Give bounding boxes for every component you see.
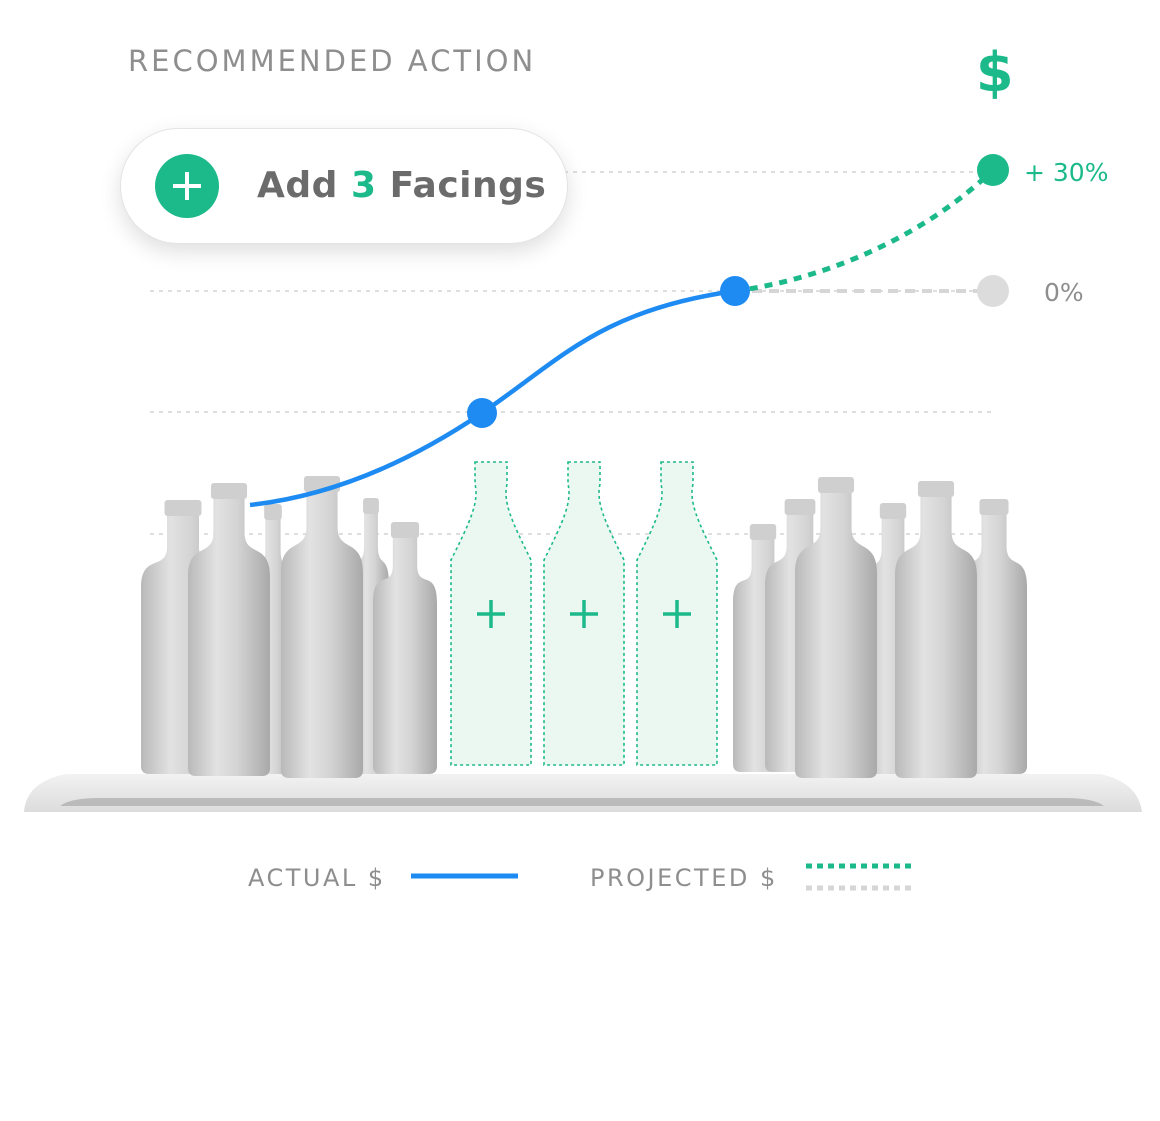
- projected-growth-line: [734, 168, 995, 294]
- actual-point: [467, 398, 497, 428]
- bottle: [188, 483, 270, 776]
- bottle: [373, 522, 437, 774]
- legend-actual-label: ACTUAL $: [248, 864, 386, 892]
- added-facing-placeholder: [543, 461, 625, 766]
- bottle: [895, 481, 977, 778]
- added-facing-placeholder: [636, 461, 718, 766]
- action-suffix: Facings: [389, 165, 547, 206]
- plus-icon: [663, 600, 691, 628]
- projected-up-point: [977, 154, 1009, 186]
- projected-flat-point: [977, 275, 1009, 307]
- add-facings-button[interactable]: Add 3 Facings: [120, 128, 568, 244]
- actual-point: [720, 276, 750, 306]
- page-title: RECOMMENDED ACTION: [128, 44, 537, 78]
- projected-flat-label: 0%: [1044, 278, 1084, 307]
- legend-projected-label: PROJECTED $: [590, 864, 778, 892]
- shelf: [24, 774, 1142, 812]
- bottle: [961, 499, 1027, 774]
- action-label: Add 3 Facings: [257, 165, 546, 206]
- plus-icon: [570, 600, 598, 628]
- action-prefix: Add: [257, 165, 338, 206]
- added-facing-placeholder: [450, 461, 532, 766]
- currency-label: $: [976, 41, 1014, 104]
- bottle: [795, 477, 877, 778]
- plus-icon: [477, 600, 505, 628]
- projected-up-label: + 30%: [1024, 158, 1109, 187]
- plus-circle-icon: [155, 154, 219, 218]
- facings-count: 3: [350, 165, 377, 206]
- bottle: [281, 476, 363, 778]
- added-facings: [450, 461, 718, 766]
